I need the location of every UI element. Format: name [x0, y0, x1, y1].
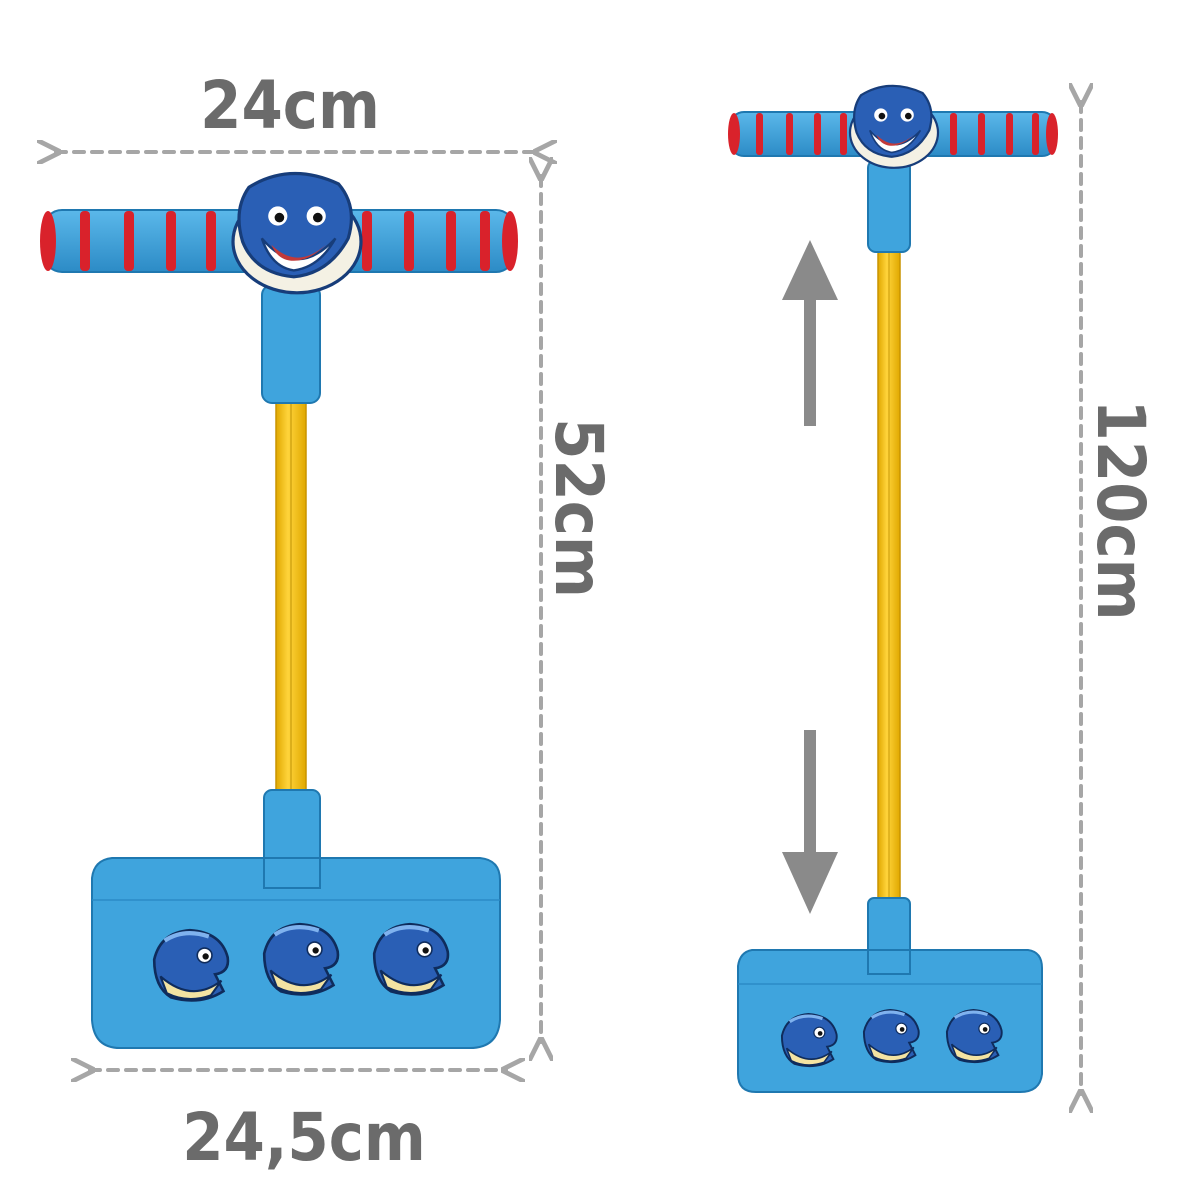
- foam-base: [737, 949, 1043, 1093]
- top-sleeve: [867, 159, 911, 253]
- dino-sticker-1: [780, 1012, 839, 1068]
- base-width-label: 24,5cm: [182, 1099, 426, 1176]
- dino-head-icon: [231, 171, 363, 295]
- down-arrow-icon: [782, 730, 838, 914]
- up-arrow-icon: [782, 240, 838, 426]
- top-sleeve: [261, 284, 321, 404]
- pogo-jumper-short: [40, 171, 518, 1049]
- dino-sticker-3: [374, 924, 448, 994]
- pogo-jumper-tall: [728, 84, 1058, 1093]
- height-label: 52cm: [540, 418, 617, 598]
- tall-height-label: 120cm: [1082, 399, 1159, 620]
- dino-sticker-2: [264, 924, 338, 994]
- dino-head-icon: [848, 84, 940, 169]
- width-label: 24cm: [200, 67, 380, 144]
- dino-sticker-1: [154, 930, 228, 1000]
- dino-sticker-3: [945, 1008, 1004, 1064]
- foam-base: [91, 857, 501, 1049]
- dino-sticker-2: [862, 1008, 921, 1064]
